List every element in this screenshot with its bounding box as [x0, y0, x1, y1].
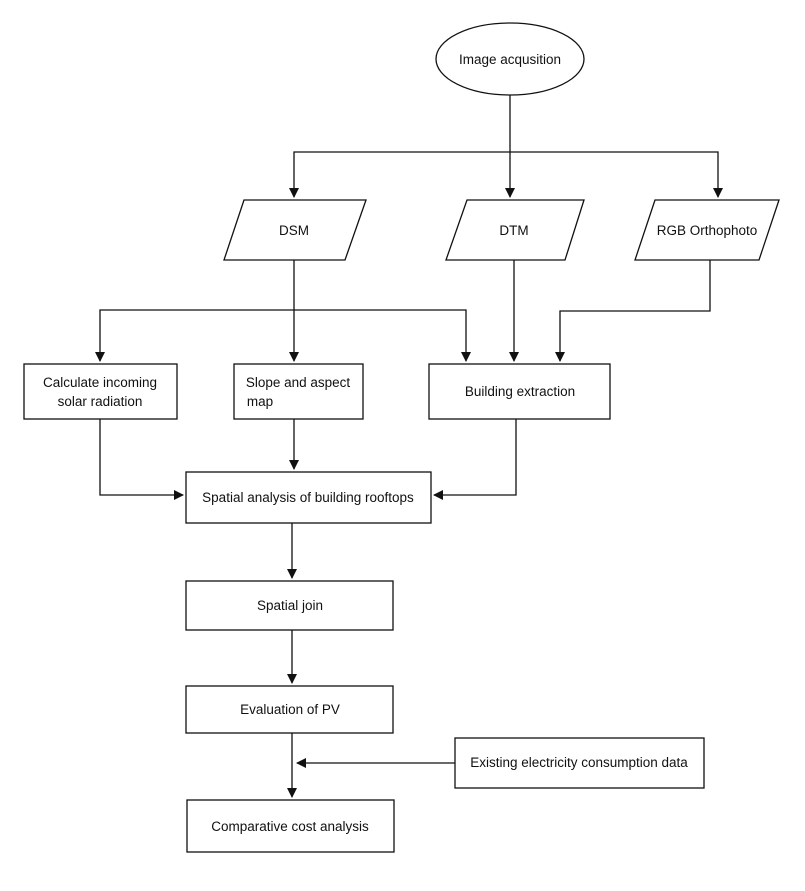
- building-extraction-box: [428, 363, 611, 420]
- solar-radiation-label-line1: Calculate incoming: [43, 375, 157, 390]
- node-building-extraction: Building extraction: [428, 363, 611, 420]
- node-solar-radiation: Calculate incoming solar radiation: [23, 363, 178, 420]
- node-electricity-data: Existing electricity consumption data: [454, 737, 705, 789]
- evaluation-pv-box: [185, 685, 394, 734]
- node-dtm: DTM: [445, 199, 585, 261]
- edge-building-to-spatial: [433, 419, 517, 500]
- dtm-parallelogram: [445, 199, 585, 261]
- dsm-parallelogram: [223, 199, 367, 261]
- node-slope-aspect: Slope and aspect map: [233, 363, 364, 420]
- node-cost-analysis: Comparative cost analysis: [186, 799, 395, 853]
- edges: [95, 95, 723, 798]
- edge-split-to-dsm: [289, 151, 510, 198]
- solar-radiation-label-line2: solar radiation: [58, 394, 143, 409]
- node-evaluation-pv: Evaluation of PV: [185, 685, 394, 734]
- rgb-parallelogram: [634, 199, 780, 261]
- cost-analysis-box: [186, 799, 395, 853]
- cost-analysis-label: Comparative cost analysis: [211, 819, 369, 834]
- slope-aspect-label-line2: map: [247, 394, 273, 409]
- building-extraction-label: Building extraction: [465, 384, 575, 399]
- node-spatial-join: Spatial join: [185, 580, 394, 631]
- slope-aspect-box: [233, 363, 364, 420]
- dtm-label: DTM: [499, 223, 528, 238]
- edge-solar-to-spatial: [99, 419, 184, 500]
- rgb-orthophoto-label: RGB Orthophoto: [657, 223, 758, 238]
- spatial-join-box: [185, 580, 394, 631]
- start-ellipse: [435, 22, 585, 96]
- solar-radiation-box: [23, 363, 178, 420]
- slope-aspect-label-line1: Slope and aspect: [246, 375, 351, 390]
- edge-rgb-to-building: [555, 260, 711, 362]
- spatial-analysis-box: [185, 471, 432, 524]
- dsm-label: DSM: [279, 223, 309, 238]
- node-spatial-analysis: Spatial analysis of building rooftops: [185, 471, 432, 524]
- edge-dsm-to-building: [294, 309, 471, 362]
- node-rgb-orthophoto: RGB Orthophoto: [634, 199, 780, 261]
- edge-split-to-rgb: [510, 151, 723, 198]
- evaluation-pv-label: Evaluation of PV: [240, 702, 340, 717]
- spatial-join-label: Spatial join: [257, 598, 323, 613]
- electricity-data-box: [454, 737, 705, 789]
- electricity-data-label: Existing electricity consumption data: [470, 755, 688, 770]
- spatial-analysis-label: Spatial analysis of building rooftops: [202, 490, 414, 505]
- node-dsm: DSM: [223, 199, 367, 261]
- node-image-acquisition: Image acqusition: [435, 22, 585, 96]
- image-acquisition-label: Image acqusition: [459, 52, 561, 67]
- edge-dsm-to-solar: [95, 309, 294, 362]
